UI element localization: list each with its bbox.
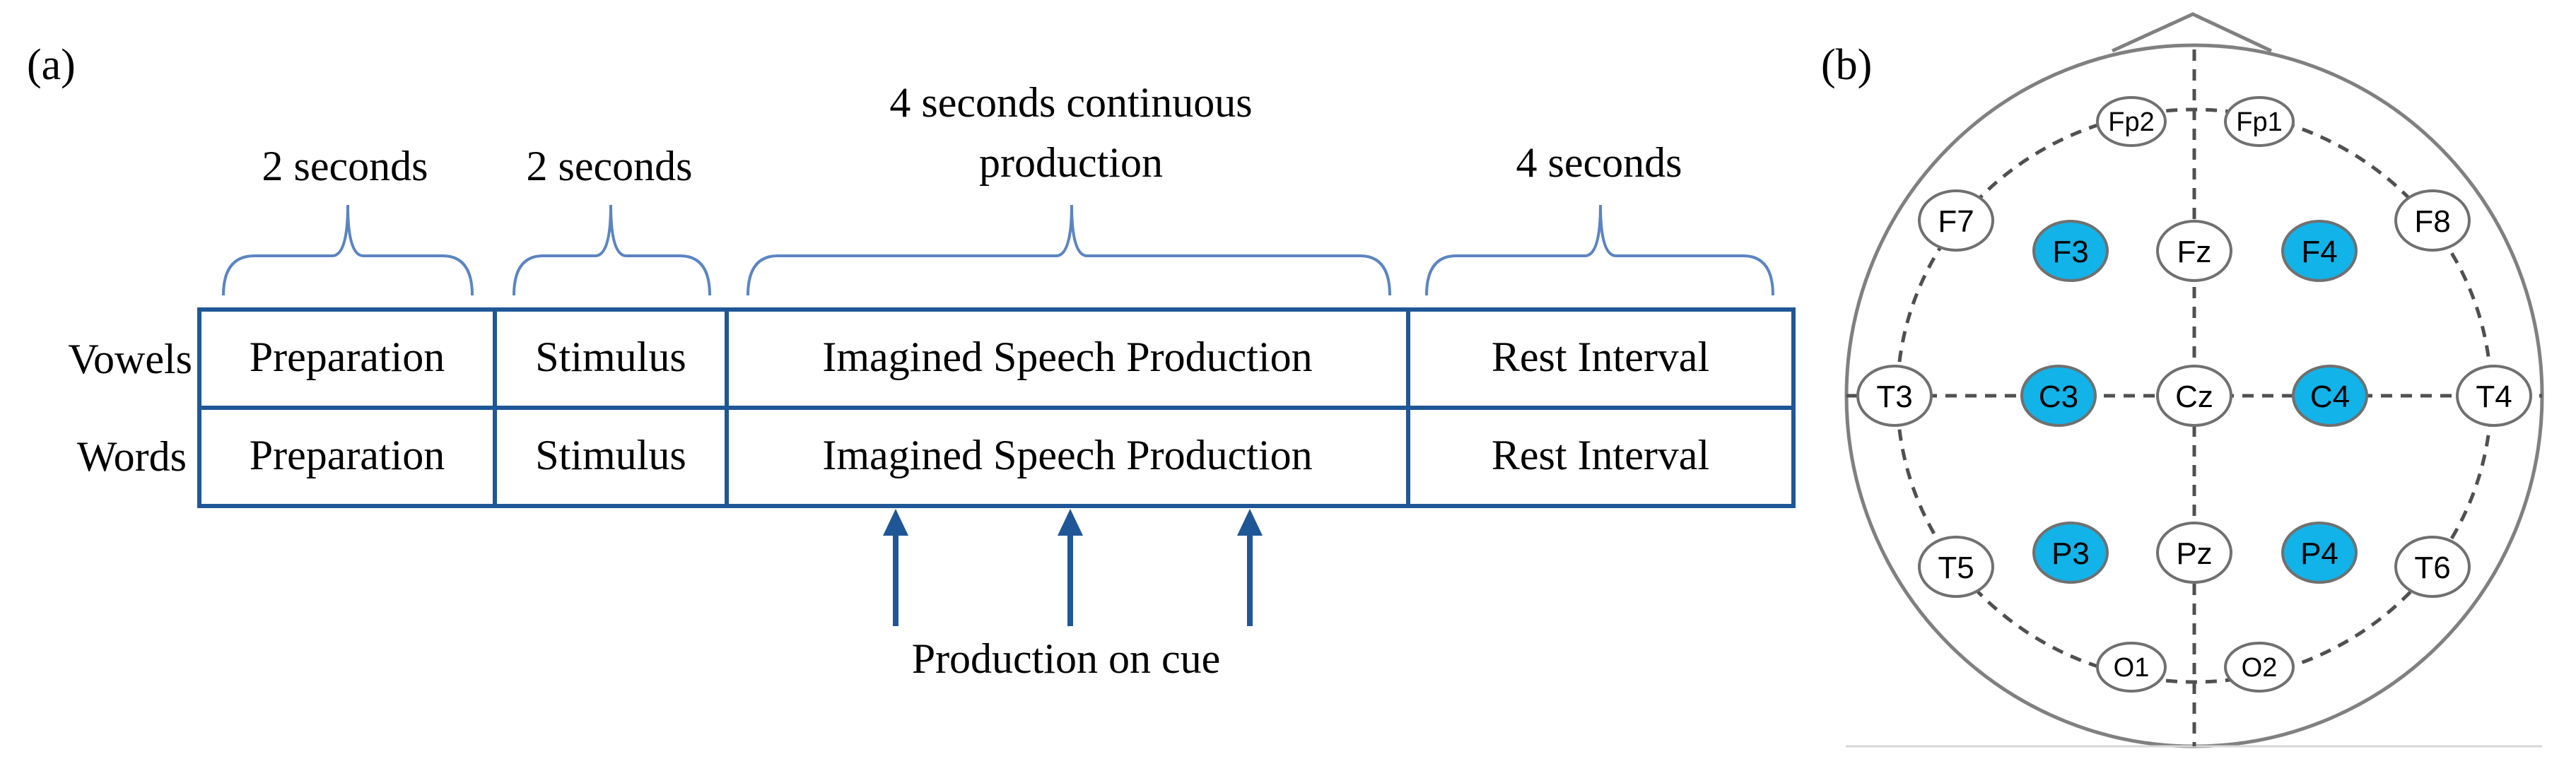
panel-b-label: (b) (1821, 41, 1872, 89)
electrode-label-o2: O2 (2242, 653, 2278, 683)
electrode-t3 (1856, 365, 1933, 427)
electrode-c4 (2292, 365, 2368, 427)
brace-production (747, 204, 1391, 296)
electrode-f3 (2032, 220, 2109, 282)
cell-words-preparation: Preparation (250, 432, 445, 478)
electrode-label-p4: P4 (2300, 536, 2338, 571)
electrode-label-f3: F3 (2052, 235, 2088, 269)
electrode-label-f8: F8 (2414, 204, 2450, 239)
row-label-words: Words (77, 433, 187, 480)
electrode-o1 (2096, 642, 2167, 693)
electrode-label-cz: Cz (2175, 380, 2213, 414)
duration-production-line2: production (979, 139, 1163, 186)
electrode-label-f4: F4 (2301, 235, 2337, 269)
electrode-label-c4: C4 (2310, 380, 2350, 414)
electrode-label-p3: P3 (2051, 536, 2090, 571)
electrode-label-fp2: Fp2 (2108, 107, 2154, 137)
cue-arrow-2 (1058, 509, 1083, 626)
brace-stimulus (513, 204, 711, 296)
electrode-label-t3: T3 (1876, 380, 1912, 414)
duration-rest: 4 seconds (1516, 139, 1682, 186)
electrode-f8 (2394, 189, 2471, 252)
cell-vowels-preparation: Preparation (250, 334, 445, 380)
electrode-t4 (2456, 365, 2532, 427)
electrode-p3 (2032, 522, 2109, 584)
electrode-label-t5: T5 (1938, 551, 1974, 585)
panel-a: (a) 2 seconds 2 seconds 4 seconds contin… (27, 41, 1796, 682)
cell-words-stimulus: Stimulus (535, 432, 686, 478)
cell-vowels-production: Imagined Speech Production (822, 334, 1312, 380)
panel-a-label: (a) (27, 41, 76, 89)
duration-preparation: 2 seconds (262, 143, 428, 189)
electrode-label-fp1: Fp1 (2236, 107, 2282, 137)
electrode-label-pz: Pz (2176, 536, 2212, 571)
electrode-c3 (2020, 365, 2097, 427)
electrode-label-c3: C3 (2039, 380, 2078, 414)
electrode-label-o1: O1 (2114, 653, 2150, 683)
row-label-vowels: Vowels (68, 336, 192, 382)
electrode-label-t4: T4 (2476, 380, 2512, 414)
electrode-f7 (1918, 189, 1994, 252)
electrode-t6 (2394, 536, 2471, 598)
electrode-label-fz: Fz (2177, 235, 2212, 269)
electrode-label-f7: F7 (1938, 204, 1974, 239)
electrode-cz (2156, 365, 2232, 427)
cue-arrow-3 (1237, 509, 1263, 626)
duration-stimulus: 2 seconds (527, 143, 693, 189)
cell-vowels-stimulus: Stimulus (535, 334, 686, 380)
cue-arrow-1 (883, 509, 908, 626)
brace-rest (1425, 204, 1774, 296)
electrode-fp1 (2224, 96, 2295, 147)
electrode-fp2 (2096, 96, 2167, 147)
electrode-fz (2156, 220, 2232, 282)
cell-words-rest: Rest Interval (1492, 432, 1709, 478)
cell-vowels-rest: Rest Interval (1492, 334, 1709, 380)
brace-preparation (222, 204, 474, 296)
nose-outline (2111, 12, 2273, 53)
electrode-o2 (2224, 642, 2295, 693)
duration-production-line1: 4 seconds continuous (889, 79, 1252, 126)
cell-words-production: Imagined Speech Production (822, 432, 1312, 478)
electrode-label-t6: T6 (2414, 551, 2450, 585)
electrode-f4 (2281, 220, 2358, 282)
cue-label: Production on cue (912, 635, 1221, 682)
electrode-p4 (2281, 522, 2358, 584)
electrode-pz (2156, 522, 2232, 584)
electrode-t5 (1918, 536, 1994, 598)
